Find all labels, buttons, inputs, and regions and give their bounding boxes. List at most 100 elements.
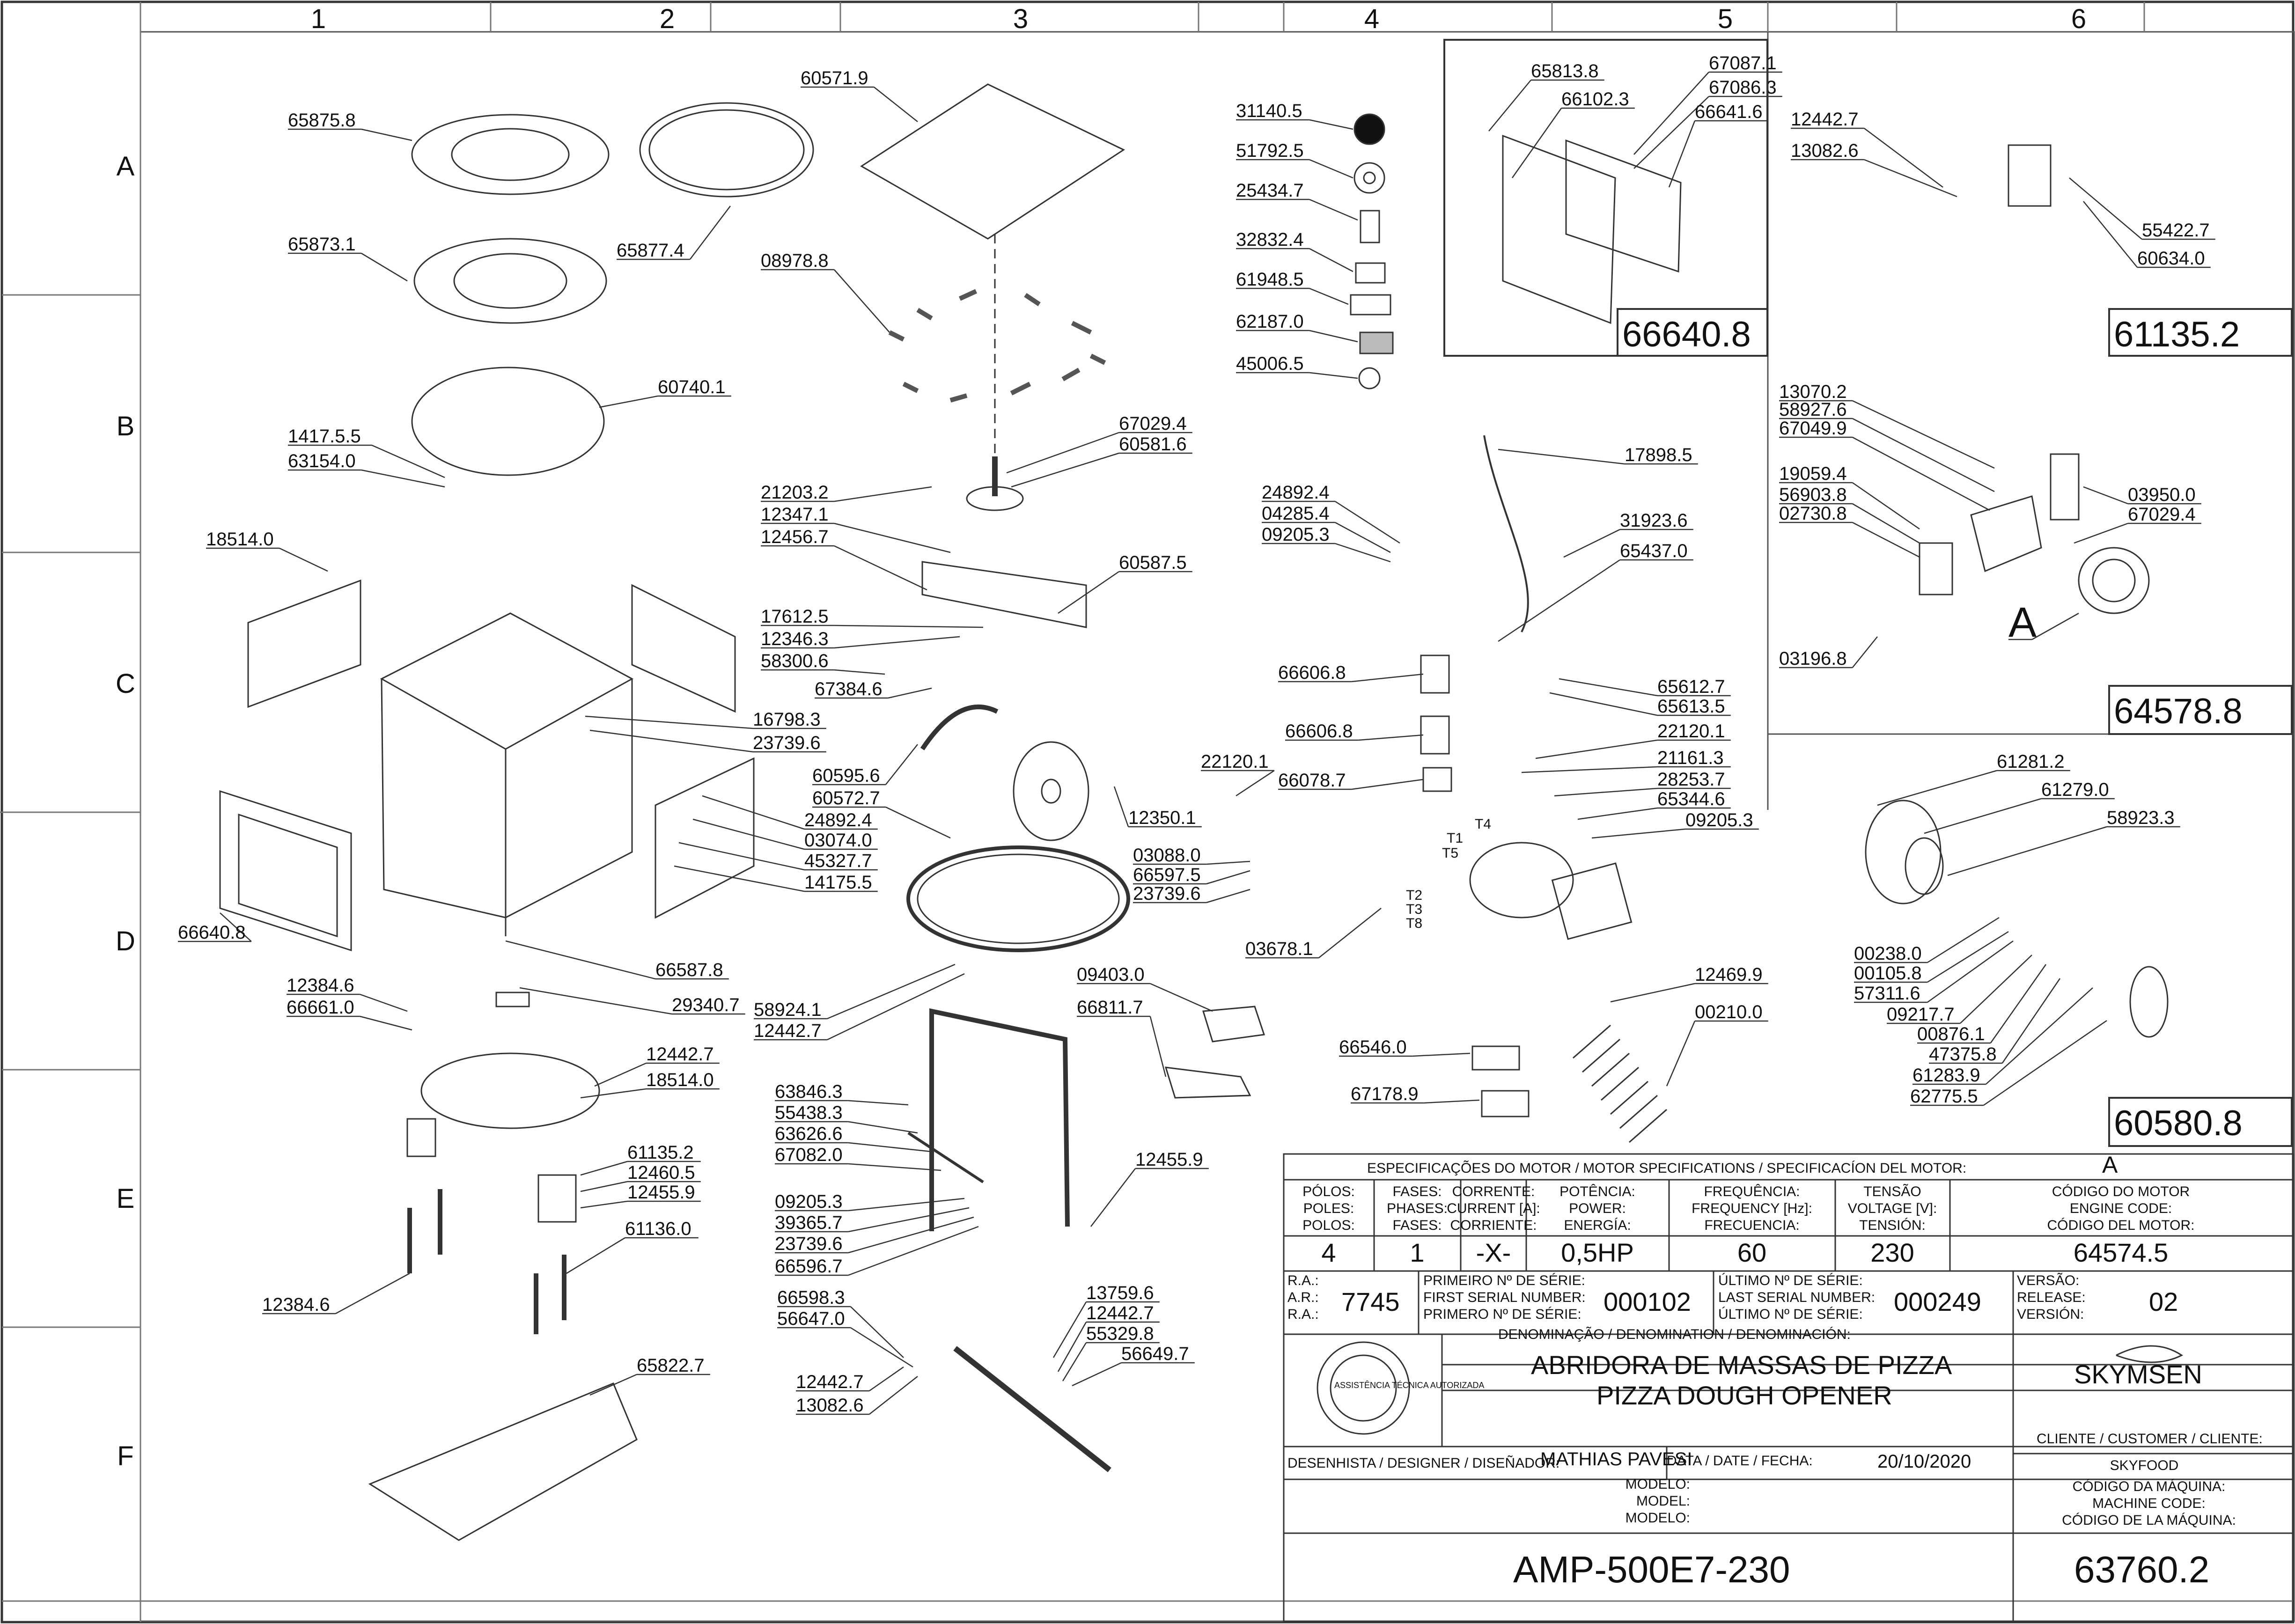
- part-label: 61279.0: [2041, 779, 2109, 800]
- part-label: 67029.4: [1119, 413, 1187, 434]
- grid-row-label: E: [117, 1183, 135, 1214]
- part-label: 12469.9: [1695, 964, 1763, 985]
- part-label: 66078.7: [1278, 770, 1346, 791]
- part-label: 58924.1: [754, 999, 822, 1020]
- part-label: 12442.7: [754, 1021, 822, 1041]
- part-label: 21203.2: [761, 482, 829, 503]
- motor-spec-value: 230: [1870, 1238, 1914, 1267]
- motor-spec-label: CORRENTE:: [1452, 1184, 1535, 1199]
- part-label: 09217.7: [1887, 1004, 1955, 1025]
- motor-spec-label: PHASES:: [1387, 1201, 1448, 1216]
- decal-45006-5: [1358, 367, 1381, 389]
- part-label: 62775.5: [1910, 1086, 1978, 1107]
- machine-code-label: CÓDIGO DA MÁQUINA:: [2073, 1479, 2226, 1494]
- springs: [1573, 1024, 1667, 1143]
- part-label: 63626.6: [775, 1124, 843, 1144]
- motor-spec-label: ENGINE CODE:: [2070, 1201, 2172, 1216]
- part-label: 60595.6: [812, 765, 880, 786]
- grid-col-label: 3: [1013, 4, 1028, 34]
- assembly-code: 66640.8: [1622, 315, 1751, 354]
- part-label: 32832.4: [1236, 229, 1304, 250]
- middle-disc: [413, 238, 607, 324]
- part-label: 24892.4: [804, 810, 872, 830]
- last-serial-label: LAST SERIAL NUMBER:: [1718, 1290, 1875, 1305]
- ra-value: 7745: [1341, 1287, 1400, 1316]
- part-label: 12346.3: [761, 629, 829, 649]
- part-label: 09403.0: [1077, 964, 1145, 985]
- part-label: 65813.8: [1531, 61, 1599, 81]
- guard-ring: [420, 1052, 600, 1129]
- grid-col-label: 2: [660, 4, 675, 34]
- customer-value: SKYFOOD: [2110, 1458, 2179, 1473]
- customer-label: CLIENTE / CUSTOMER / CLIENTE:: [2037, 1431, 2263, 1447]
- part-label: 65612.7: [1657, 676, 1725, 697]
- designer-label: DESENHISTA / DESIGNER / DISEÑADOR:: [1287, 1455, 1559, 1471]
- part-label: 67086.3: [1709, 77, 1777, 98]
- part-label: 00210.0: [1695, 1002, 1763, 1022]
- part-label: 03074.0: [804, 830, 872, 851]
- wire-label: T2: [1406, 888, 1422, 903]
- motor-a-gearbox: [1970, 495, 2042, 573]
- part-label: 66598.3: [777, 1287, 845, 1308]
- wire-label: T1: [1447, 830, 1463, 846]
- part-label: 13082.6: [1791, 140, 1859, 161]
- part-label: 66641.6: [1695, 102, 1763, 122]
- motor-spec-label: FASES:: [1392, 1184, 1442, 1199]
- grid-row-label: C: [116, 669, 135, 699]
- motor-spec-label: CURRENT [A]:: [1447, 1201, 1540, 1216]
- top-disc-1: [411, 114, 610, 195]
- ra-label: R.A.:: [1287, 1307, 1319, 1322]
- decal-61948-5: [1350, 294, 1391, 316]
- part-label: 45006.5: [1236, 353, 1304, 374]
- first-serial-label: FIRST SERIAL NUMBER:: [1423, 1290, 1586, 1305]
- grid-row-label: A: [117, 151, 135, 182]
- base-plate: [368, 1382, 638, 1541]
- part-label: A: [2008, 599, 2037, 646]
- part-label: 12384.6: [262, 1294, 330, 1315]
- part-label: 60587.5: [1119, 552, 1187, 573]
- part-label: 63846.3: [775, 1081, 843, 1102]
- part-label: 13082.6: [796, 1395, 864, 1416]
- motor-spec-value: 60: [1737, 1238, 1766, 1267]
- part-label: 09205.3: [775, 1191, 843, 1212]
- part-label: 67178.9: [1351, 1084, 1419, 1104]
- motor-spec-label: FASES:: [1392, 1218, 1442, 1233]
- part-label: 66596.7: [775, 1256, 843, 1277]
- part-label: 66597.5: [1133, 865, 1201, 885]
- grid-col-label: 5: [1718, 4, 1733, 34]
- motor-a-bracket: [1919, 542, 1953, 595]
- part-label: 02730.8: [1779, 503, 1847, 524]
- part-label: 39365.7: [775, 1212, 843, 1233]
- window-panel: [1502, 134, 1616, 324]
- part-label: 55329.8: [1086, 1323, 1154, 1344]
- motor-spec-label: CÓDIGO DEL MOTOR:: [2047, 1218, 2194, 1233]
- block-group-2: [1481, 1090, 1530, 1117]
- part-label: 67049.9: [1779, 418, 1847, 439]
- part-label: 66640.8: [178, 922, 246, 943]
- ring-gear: [906, 845, 1130, 952]
- motor-spec-header: ESPECIFICAÇÕES DO MOTOR / MOTOR SPECIFIC…: [1367, 1160, 1966, 1176]
- motor-spec-value: 0,5HP: [1561, 1238, 1634, 1267]
- contactor-2: [1420, 715, 1450, 755]
- title-block: [1283, 1153, 2294, 1622]
- part-label: 67029.4: [2128, 504, 2196, 525]
- side-panel-left: [247, 579, 361, 708]
- part-label: 65873.1: [288, 234, 356, 255]
- gear-wheel: [1013, 741, 1089, 841]
- product-name-en: PIZZA DOUGH OPENER: [1596, 1381, 1892, 1410]
- model-label: MODEL:: [1636, 1493, 1690, 1509]
- part-label: 23739.6: [775, 1234, 843, 1254]
- gearbox: [1551, 862, 1633, 940]
- part-label: 12456.7: [761, 527, 829, 547]
- part-label: 25434.7: [1236, 180, 1304, 201]
- grid-col-label: 4: [1364, 4, 1379, 34]
- latch: [1164, 1066, 1251, 1099]
- part-label: 00105.8: [1854, 963, 1922, 984]
- part-label: 04285.4: [1262, 503, 1330, 524]
- decal-31140-5: [1353, 113, 1385, 145]
- part-label: 21161.3: [1657, 748, 1724, 768]
- motor-spec-value: 64574.5: [2074, 1238, 2168, 1267]
- dowel-pins: [888, 289, 1106, 403]
